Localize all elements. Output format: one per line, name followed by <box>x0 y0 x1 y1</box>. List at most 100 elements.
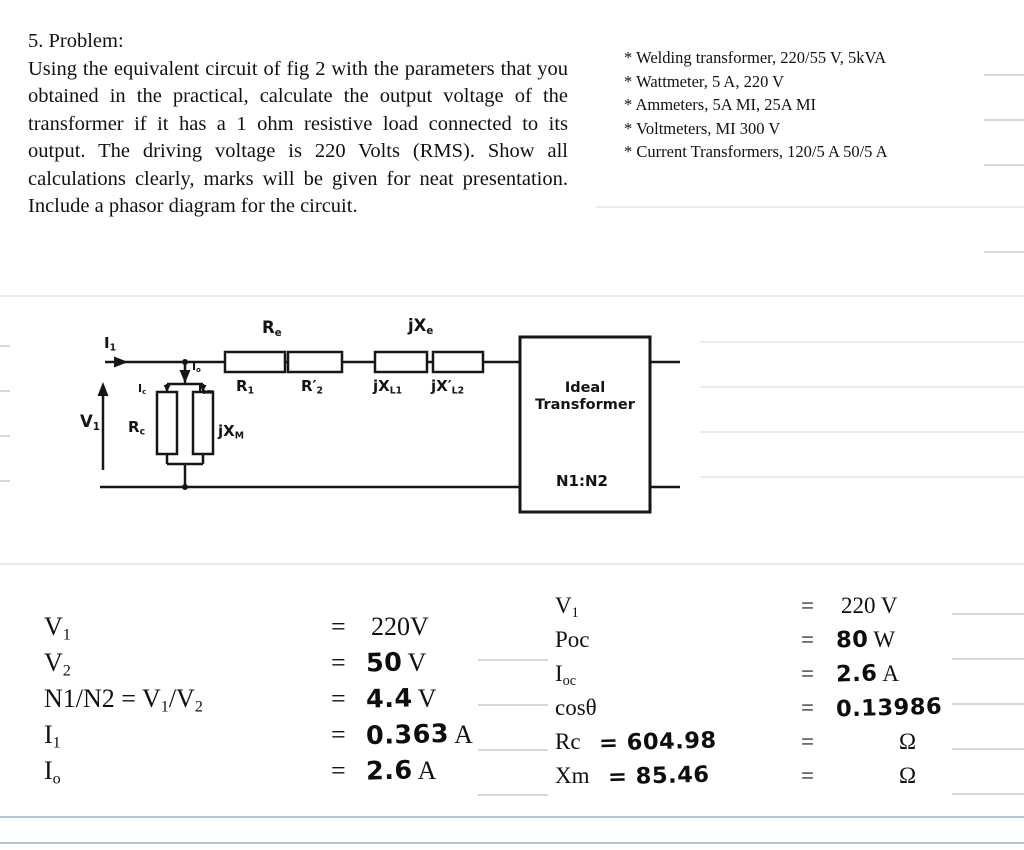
quantity-label: V1 <box>44 612 71 644</box>
handwritten-value: 0.13986 <box>835 693 943 723</box>
ruled-line <box>0 435 10 437</box>
quantity-label: cosθ <box>555 695 597 720</box>
label-i1: I1 <box>104 334 117 354</box>
equals-sign: = <box>331 756 346 785</box>
equipment-item: * Current Transformers, 120/5 A 50/5 A <box>624 142 888 161</box>
problem-body: Using the equivalent circuit of fig 2 wi… <box>28 57 568 218</box>
label-io: Io <box>192 360 201 374</box>
unit-label: W <box>873 627 896 652</box>
transformer-label-line1: Ideal <box>564 380 606 396</box>
table-row: Rc= 604.98=Ω <box>555 726 947 760</box>
handwritten-value: 80 <box>835 626 869 654</box>
handwritten-value: 50 <box>365 647 403 679</box>
ideal-transformer-label: Ideal Transformer <box>522 380 648 414</box>
equipment-item: * Ammeters, 5A MI, 25A MI <box>624 95 817 114</box>
label-ic: Ic <box>138 382 147 396</box>
equals-sign: = <box>331 612 346 641</box>
ruled-line <box>952 703 1024 705</box>
table-row: cosθ = 0.13986 <box>555 692 947 726</box>
transformer-label-line2: Transformer <box>535 397 635 413</box>
equals-sign: = <box>801 627 814 652</box>
quantity-label: I1 <box>44 720 61 752</box>
io-arrowhead <box>179 370 191 383</box>
label-iom: Iom <box>198 382 214 396</box>
table-row: V1=220V <box>44 610 473 646</box>
equals-sign: = <box>801 763 814 788</box>
label-v1: V1 <box>80 412 100 433</box>
ruled-line <box>0 390 10 392</box>
unit-label: A <box>417 756 437 785</box>
equals-sign: = <box>801 729 814 754</box>
ruled-line <box>700 341 1024 343</box>
unit-label: A <box>454 720 473 749</box>
equals-sign: = <box>801 593 814 618</box>
ruled-line <box>700 476 1024 478</box>
ruled-line <box>0 345 10 347</box>
label-re: Re <box>262 318 282 339</box>
v1-arrowhead <box>97 382 109 396</box>
label-jxl1: jXL1 <box>373 377 403 397</box>
ruled-line <box>478 659 548 661</box>
ruled-line <box>478 749 548 751</box>
handwritten-value: = 604.98 <box>598 727 717 757</box>
equipment-item: * Voltmeters, MI 300 V <box>624 118 781 138</box>
ruled-line <box>984 119 1024 121</box>
ruled-line <box>478 794 548 796</box>
unit-label: Ω <box>899 763 917 788</box>
equals-sign: = <box>801 695 814 720</box>
quantity-label: V1 <box>555 593 579 621</box>
handwritten-value: 4.4 <box>365 683 414 715</box>
handwritten-value: 0.363 <box>365 718 450 752</box>
junction-dot <box>182 359 188 365</box>
ruled-line <box>596 206 1024 208</box>
table-row: Xm= 85.46=Ω <box>555 760 947 794</box>
quantity-label: Xm= 85.46 <box>555 760 801 799</box>
label-rc: Rc <box>128 418 146 438</box>
ruled-line <box>952 748 1024 750</box>
equals-sign: = <box>331 720 346 749</box>
r2-element <box>286 350 344 374</box>
equipment-list: * Welding transformer, 220/55 V, 5kVA * … <box>624 46 1004 164</box>
ruled-line <box>700 386 1024 388</box>
ruled-line <box>984 74 1024 76</box>
problem-statement: 5. Problem: Using the equivalent circuit… <box>28 28 568 221</box>
ruled-line <box>952 613 1024 615</box>
equivalent-circuit-figure: I1 V1 Rc jXM Io Ic Iom Re jXe R1 R′2 jXL… <box>80 302 700 537</box>
handwritten-value: 2.6 <box>365 755 414 787</box>
equals-sign: = <box>801 661 814 686</box>
ruled-line <box>700 431 1024 433</box>
ruled-line <box>0 295 1024 297</box>
label-r1: R1 <box>236 377 255 397</box>
xl2-element <box>431 350 485 374</box>
quantity-label: N1/N2 = V1/V2 <box>44 684 203 716</box>
handwritten-value: = 85.46 <box>607 761 710 791</box>
ruled-line <box>984 251 1024 253</box>
ruled-line <box>0 480 10 482</box>
ruled-line <box>0 842 1024 844</box>
printed-value: 220 V <box>841 593 898 618</box>
equipment-item: * Wattmeter, 5 A, 220 V <box>624 71 785 91</box>
junction-dot <box>182 484 188 490</box>
table-row: V1 = 220 V <box>555 590 947 624</box>
equals-sign: = <box>331 648 346 677</box>
unit-label: V <box>407 648 427 677</box>
ideal-transformer-box <box>518 335 652 514</box>
label-jxl2: jX′L2 <box>431 377 465 397</box>
handwritten-value: 2.6 <box>835 660 878 688</box>
label-r2: R′2 <box>301 377 323 397</box>
circuit-diagram <box>97 335 680 514</box>
xm-element <box>191 390 215 456</box>
ruled-line <box>984 164 1024 166</box>
i1-arrowhead <box>114 356 128 368</box>
equals-sign: = <box>331 684 346 713</box>
unit-label: Ω <box>899 729 917 754</box>
equipment-item: * Welding transformer, 220/55 V, 5kVA <box>624 48 887 67</box>
ruled-line <box>478 704 548 706</box>
